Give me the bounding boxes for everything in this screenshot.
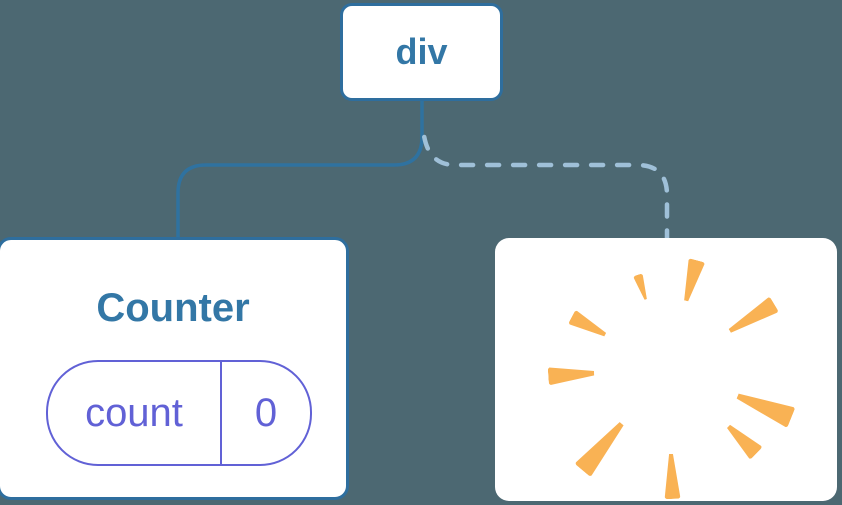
poof-ray (733, 386, 795, 428)
poof-ray (548, 364, 595, 385)
counter-title: Counter (96, 286, 250, 330)
state-value: 0 (220, 362, 310, 464)
poof-ray (725, 296, 779, 338)
state-pill: count 0 (46, 360, 312, 466)
tree-node-counter: Counter count 0 (0, 237, 349, 500)
poof-ray (568, 310, 609, 342)
tree-node-div: div (340, 3, 503, 101)
div-node-label: div (395, 31, 448, 72)
poof-ray (663, 454, 681, 500)
poof-ray (574, 416, 629, 476)
solid-link-to-counter (176, 101, 424, 239)
tree-node-removed (495, 238, 837, 501)
poof-ray (633, 273, 651, 301)
dashed-link-to-removed (420, 123, 670, 242)
state-key: count (85, 390, 183, 435)
poof-ray (678, 258, 705, 303)
poof-ray (722, 420, 763, 460)
